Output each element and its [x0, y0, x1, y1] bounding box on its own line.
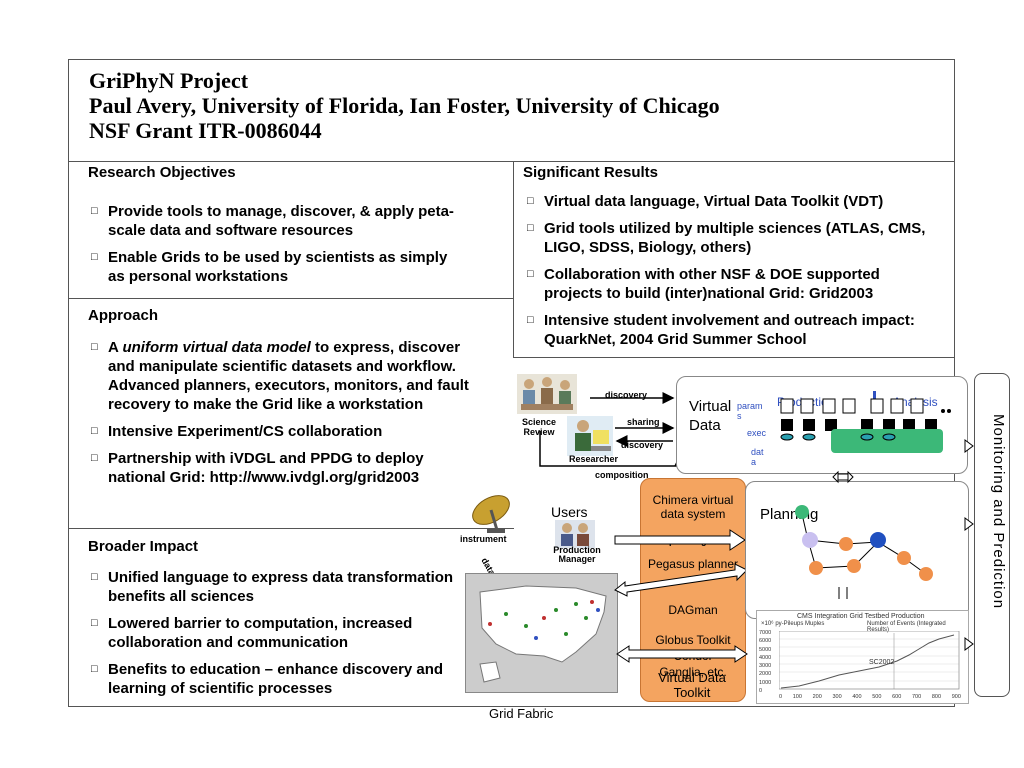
sc2002-label: SC2002	[869, 659, 895, 666]
production-plot	[779, 631, 960, 690]
significant-results-list: Virtual data language, Virtual Data Tool…	[524, 192, 936, 357]
divider-diagram	[513, 357, 955, 358]
pegasus-label: Pegasus planner	[647, 557, 739, 571]
column-divider	[513, 162, 514, 358]
sharing-label: sharing	[627, 417, 660, 427]
y-tick: 6000	[759, 638, 772, 645]
researcher-label: Researcher	[569, 454, 619, 464]
y-tick: 5000	[759, 646, 772, 653]
instrument-label: instrument	[460, 534, 507, 544]
chart-sub-right: Number of Events (Integrated Results)	[867, 621, 946, 633]
y-tick: 3000	[759, 663, 772, 670]
x-tick-labels: 0 100 200 300 400 500 600 700 800 900	[779, 694, 961, 700]
dagman-label: DAGman	[668, 603, 718, 617]
virtual-data-box: Virtual Data param s exec dat a Producti…	[676, 376, 968, 474]
us-map-image	[466, 574, 617, 692]
users-label: Users	[551, 504, 588, 520]
planning-box: Planning	[745, 481, 969, 619]
x-tick: 200	[812, 694, 822, 700]
x-tick: 900	[951, 694, 961, 700]
exec-label: exec	[747, 428, 767, 438]
list-item: Collaboration with other NSF & DOE suppo…	[524, 265, 936, 303]
approach-list: A uniform virtual data model to express,…	[88, 338, 473, 495]
x-tick: 800	[931, 694, 942, 700]
chimera-label: Chimera virtual data system	[652, 493, 734, 521]
x-tick: 100	[792, 694, 802, 700]
x-tick: 600	[892, 694, 902, 700]
vdt-arrows	[614, 529, 748, 663]
double-arrow-icon	[838, 587, 848, 599]
chart-title: CMS Integration Grid Testbed Production	[797, 613, 925, 620]
data-small-label: dat a	[751, 447, 764, 467]
significant-results-title: Significant Results	[523, 164, 659, 181]
broader-impact-title: Broader Impact	[88, 538, 199, 555]
y-tick: 7000	[759, 630, 772, 636]
params-label: param s	[737, 401, 763, 421]
vdt-column: Chimera virtual data system Pegasus plan…	[640, 478, 746, 702]
workflow-icons	[780, 391, 951, 453]
research-objectives-list: Provide tools to manage, discover, & app…	[88, 202, 468, 294]
divider-impact	[69, 528, 514, 529]
globus-label: Globus Toolkit	[655, 633, 731, 647]
chart-sub-left: ×10⁶ py-Pileups Muples	[761, 621, 825, 627]
satellite-dish-icon	[472, 495, 510, 533]
grant-line: NSF Grant ITR-0086044	[89, 118, 322, 143]
poster-frame: GriPhyN Project Paul Avery, University o…	[68, 59, 955, 707]
list-item: Enable Grids to be used by scientists as…	[88, 248, 468, 286]
approach-prefix: A	[108, 339, 123, 356]
researcher-image	[567, 416, 613, 456]
y-tick: 2000	[759, 671, 772, 678]
grid-fabric-label: Grid Fabric	[489, 706, 554, 721]
production-chart: CMS Integration Grid Testbed Production …	[756, 610, 969, 704]
planning-dag	[795, 505, 933, 581]
x-tick: 0	[779, 694, 783, 700]
project-title: GriPhyN Project	[89, 68, 249, 93]
composition-label: composition	[595, 470, 649, 480]
science-review-image	[517, 374, 577, 414]
y-tick: 1000	[759, 679, 772, 686]
approach-title: Approach	[88, 307, 159, 324]
header: GriPhyN Project Paul Avery, University o…	[69, 60, 954, 162]
y-tick: 4000	[759, 654, 772, 661]
list-item: Partnership with iVDGL and PPDG to deplo…	[88, 449, 473, 487]
list-item: Grid tools utilized by multiple sciences…	[524, 219, 936, 257]
list-item: A uniform virtual data model to express,…	[88, 338, 473, 414]
production-manager-label: Production Manager	[553, 545, 601, 564]
monitoring-arrows	[964, 439, 974, 651]
x-tick: 300	[832, 694, 842, 700]
divider-approach	[69, 298, 514, 299]
discovery-label: discovery	[605, 390, 648, 400]
grid-fabric-map	[465, 573, 618, 693]
research-objectives-title: Research Objectives	[88, 164, 236, 181]
virtual-data-label: Virtual Data	[689, 398, 732, 434]
list-item: Unified language to express data transfo…	[88, 568, 468, 606]
y-tick: 0	[759, 688, 763, 695]
science-review-label: Science Review	[521, 417, 557, 437]
broader-impact-list: Unified language to express data transfo…	[88, 568, 468, 706]
x-tick: 500	[872, 694, 882, 700]
approach-emphasis: uniform virtual data model	[122, 339, 311, 356]
list-item: Lowered barrier to computation, increase…	[88, 614, 468, 652]
list-item: Intensive Experiment/CS collaboration	[88, 422, 473, 441]
vdt-label: Virtual Data Toolkit	[658, 670, 726, 700]
monitoring-box: Monitoring and Prediction	[974, 373, 1010, 697]
x-tick: 400	[852, 694, 862, 700]
x-tick: 700	[912, 694, 922, 700]
authors-line: Paul Avery, University of Florida, Ian F…	[89, 93, 720, 118]
ganglia-label: Ganglia, etc.	[659, 665, 727, 679]
monitoring-label: Monitoring and Prediction	[990, 414, 1007, 610]
list-item: Virtual data language, Virtual Data Tool…	[524, 192, 936, 211]
list-item: Benefits to education – enhance discover…	[88, 660, 468, 698]
architecture-diagram: Science Review Researcher discovery shar…	[455, 298, 1010, 721]
users-image	[555, 520, 595, 548]
approach-rest: to express, discover and manipulate scie…	[108, 339, 469, 413]
double-arrow-icon	[832, 470, 854, 484]
list-item: Intensive student involvement and outrea…	[524, 311, 936, 349]
discovery-label-2: discovery	[621, 440, 664, 450]
list-item: Provide tools to manage, discover, & app…	[88, 202, 468, 240]
